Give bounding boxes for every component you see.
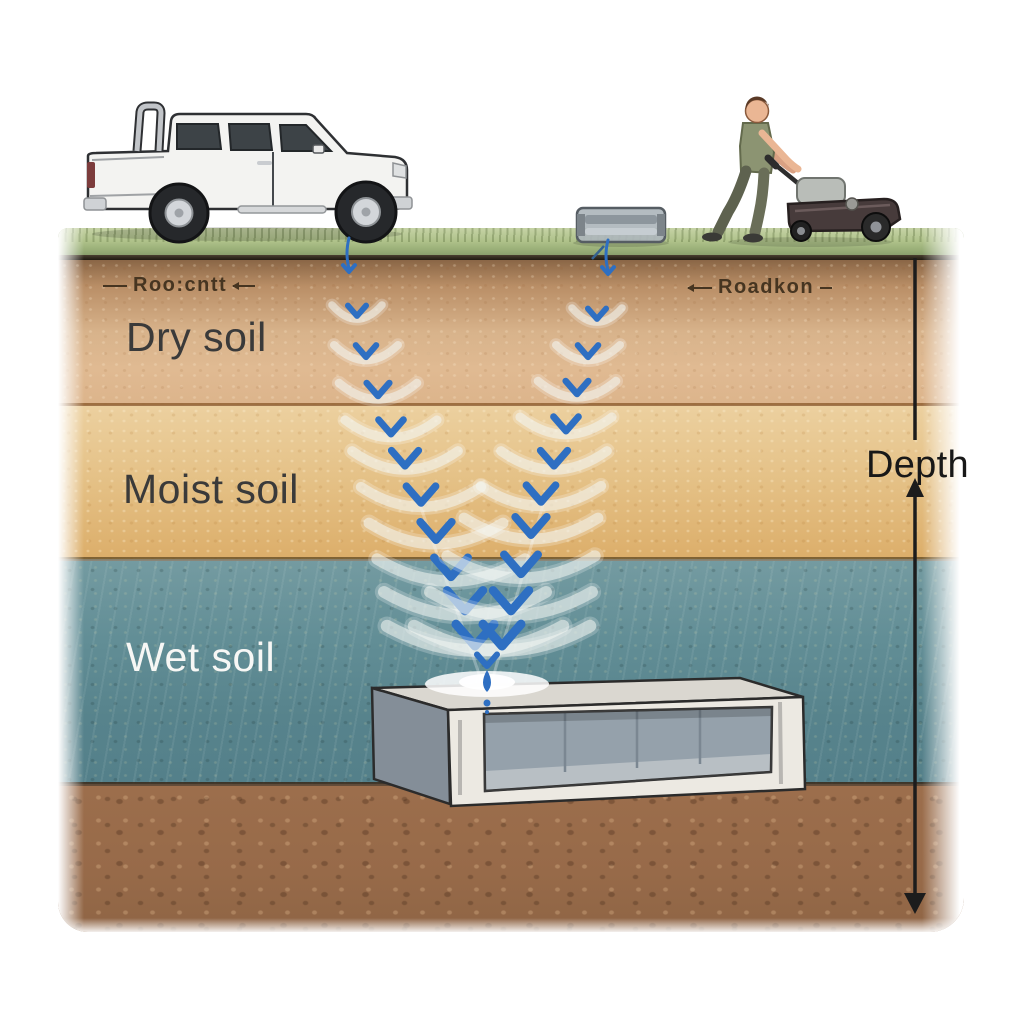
truck-front-window — [278, 124, 334, 152]
cart-bag — [796, 177, 846, 205]
annotation-arrow-dash — [687, 283, 712, 292]
truck-front-bumper — [387, 196, 413, 210]
annotation-dash — [820, 286, 833, 289]
gpr-operator-icon — [702, 96, 802, 243]
wet-soil-label: Wet soil — [126, 634, 276, 680]
moist-soil-label: Moist soil — [123, 466, 299, 512]
left-edge-fade — [58, 228, 84, 932]
truck-running-board — [237, 205, 327, 214]
cart-deck — [786, 197, 902, 233]
dry-soil-layer — [58, 260, 964, 405]
dry-moist-boundary — [58, 403, 964, 406]
truck-tail-light — [87, 162, 95, 188]
bottom-edge-fade — [58, 918, 964, 932]
truck-door-window — [227, 123, 274, 151]
truck-door-handle — [257, 161, 272, 165]
pickup-truck-icon — [83, 101, 413, 244]
dry-soil-label: Dry soil — [126, 314, 267, 360]
operator-hair — [745, 96, 769, 110]
grass-blades-texture — [58, 228, 964, 242]
surface-annotation-left: Roo:cntt — [103, 274, 256, 297]
truck-headlight — [392, 162, 407, 179]
annotation-arrow-dash — [232, 281, 256, 290]
right-edge-fade — [922, 228, 964, 932]
truck-mirror — [312, 144, 325, 154]
subsoil-layer — [58, 786, 964, 932]
annotation-dash — [103, 284, 127, 287]
ground-surface-line — [58, 255, 964, 260]
surface-annotation-right: Roadkon — [687, 276, 833, 299]
grass-strip — [58, 228, 964, 258]
truck-rear-window — [176, 123, 223, 150]
annotation-left-text: Roo:cntt — [133, 274, 228, 296]
annotation-right-text: Roadkon — [718, 276, 815, 298]
depth-label: Depth — [866, 444, 969, 486]
truck-rear-bumper — [83, 197, 107, 211]
operator-head — [744, 98, 770, 124]
